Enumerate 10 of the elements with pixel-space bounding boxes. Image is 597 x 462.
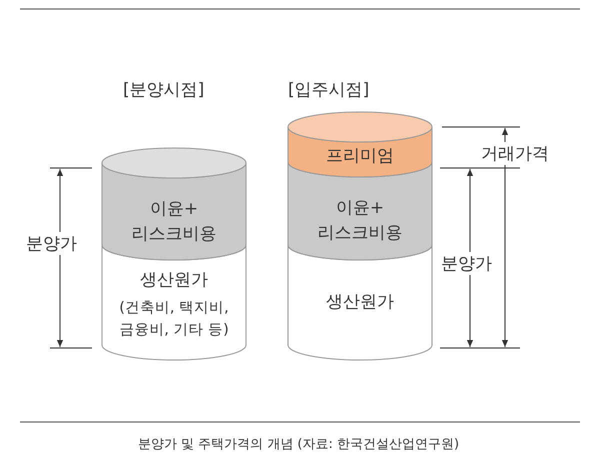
segment-text: 생산원가 <box>325 291 395 314</box>
segment-text: 이윤+ 리스크비용 <box>130 198 218 246</box>
dimension-label: 분양가 <box>441 252 492 275</box>
segment-text: (건축비, 택지비, 금융비, 기타 등) <box>118 299 230 340</box>
dimension-label: 분양가 <box>26 232 77 255</box>
segment-text: 생산원가 <box>139 269 209 292</box>
segment-text: 프리미엄 <box>325 144 395 168</box>
segment-text: 이윤+ 리스크비용 <box>316 197 404 245</box>
caption: 분양가 및 주택가격의 개념 (자료: 한국건설산업연구원) <box>136 436 460 453</box>
dimension-label: 거래가격 <box>481 142 549 165</box>
